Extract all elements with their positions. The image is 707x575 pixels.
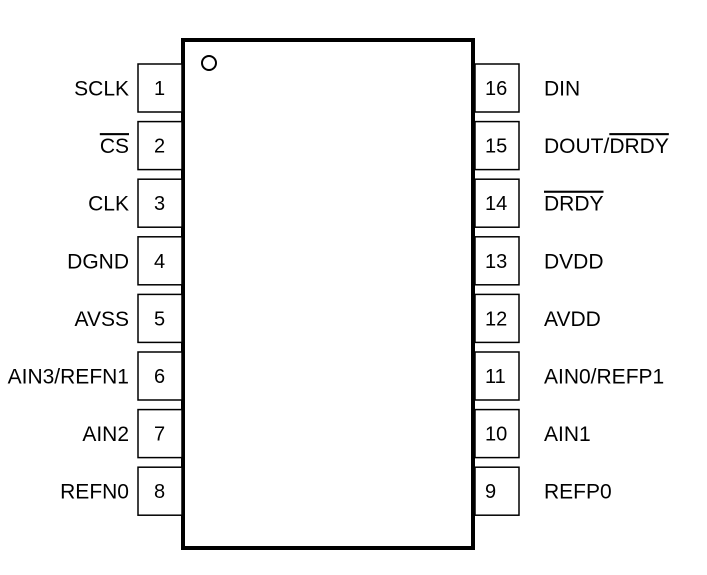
pin-label-10: AIN1 [544, 423, 591, 446]
pin-label-6: AIN3/REFN1 [8, 366, 129, 389]
pin-6-box [137, 351, 183, 401]
pin-number-4: 4 [154, 251, 165, 273]
pin-name-12: AVDD [544, 308, 601, 331]
pin-label-2: CS [100, 135, 129, 158]
pin-number-9: 9 [485, 481, 496, 503]
pin-label-11: AIN0/REFP1 [544, 366, 664, 389]
pin-label-12: AVDD [544, 308, 601, 331]
pin-14-box [474, 178, 520, 228]
pin-number-6: 6 [154, 366, 165, 388]
pin-4-box [137, 236, 183, 286]
pin-label-7: AIN2 [82, 423, 129, 446]
pin-8-box [137, 466, 183, 516]
pin-10-box [474, 408, 520, 459]
pin-1-box [137, 63, 183, 113]
pin-name-active-low-14: DRDY [544, 193, 604, 216]
pin-number-11: 11 [485, 366, 506, 388]
right-pin-column: 16 DIN 15 DOUT/DRDY 14 DRDY 13 DVDD 12 AVDD 11 AIN0… [474, 63, 669, 516]
pin-9-box [474, 466, 520, 516]
pin-11-box [474, 351, 520, 401]
pin-number-12: 12 [485, 308, 507, 330]
pin-number-5: 5 [154, 308, 165, 330]
left-pin-column: 1 SCLK 2 CS 3 CLK 4 DGND 5 AVSS 6 AIN3/REFN1 7 AIN2 8 R… [8, 63, 183, 516]
pin-name-7: AIN2 [82, 423, 129, 446]
pin-number-8: 8 [154, 481, 165, 503]
pin-name-4: DGND [67, 250, 129, 273]
pin-label-14: DRDY [544, 193, 604, 216]
pin-number-14: 14 [485, 193, 507, 215]
pin-7-box [137, 408, 183, 459]
pin-number-10: 10 [485, 424, 507, 446]
pin-label-4: DGND [67, 250, 129, 273]
pin-name-11: AIN0/REFP1 [544, 366, 664, 389]
pin-5-box [137, 293, 183, 344]
pin-name-active-low-2: CS [100, 135, 129, 158]
pin-label-5: AVSS [75, 308, 129, 331]
pin-2-box [137, 120, 183, 171]
pin-name-1: SCLK [74, 78, 129, 101]
pin-number-3: 3 [154, 193, 165, 215]
pin-name-3: CLK [88, 193, 129, 216]
pin-name-15: DOUT/ [544, 135, 609, 158]
pin-15-box [474, 120, 520, 171]
pin-label-15: DOUT/DRDY [544, 135, 669, 158]
pin-label-3: CLK [88, 193, 129, 216]
pin-number-2: 2 [154, 136, 165, 158]
ic-body [181, 38, 475, 550]
pin-number-7: 7 [154, 424, 165, 446]
pin-name-13: DVDD [544, 250, 604, 273]
pin-13-box [474, 236, 520, 286]
pin-label-13: DVDD [544, 250, 604, 273]
pin-12-box [474, 293, 520, 344]
pin-name-5: AVSS [75, 308, 129, 331]
pin-name-9: REFP0 [544, 481, 612, 504]
pin-label-9: REFP0 [544, 481, 612, 504]
pin1-indicator-icon [201, 55, 217, 71]
pin-3-box [137, 178, 183, 228]
pin-name-active-low-15: DRDY [609, 135, 669, 158]
pin-number-16: 16 [485, 78, 507, 100]
pin-name-10: AIN1 [544, 423, 591, 446]
pin-label-16: DIN [544, 78, 580, 101]
pin-name-6: AIN3/REFN1 [8, 366, 129, 389]
pin-number-13: 13 [485, 251, 507, 273]
pin-name-8: REFN0 [60, 481, 129, 504]
pin-name-16: DIN [544, 78, 580, 101]
pin-label-1: SCLK [74, 78, 129, 101]
pin-label-8: REFN0 [60, 481, 129, 504]
pin-16-box [474, 63, 520, 113]
pin-number-15: 15 [485, 136, 507, 158]
pin-number-1: 1 [154, 78, 165, 100]
